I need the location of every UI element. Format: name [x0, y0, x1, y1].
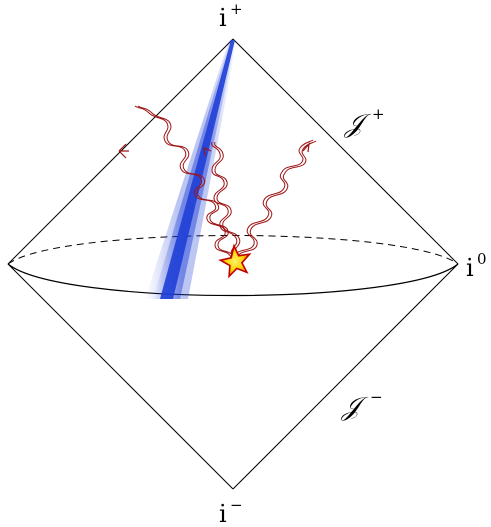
arrowhead-right — [302, 142, 310, 153]
photon-ray-right — [233, 139, 314, 257]
arrowhead-left — [118, 143, 129, 159]
svg-text:𝒥: 𝒥 — [340, 392, 369, 422]
label-future-timelike-infinity: i + — [219, 0, 243, 32]
svg-text:𝒥: 𝒥 — [343, 109, 372, 139]
svg-text:+: + — [372, 105, 385, 123]
photon-ray-arrowheads — [118, 142, 310, 159]
arrowhead-middle — [203, 147, 212, 157]
svg-text:i: i — [219, 500, 227, 527]
label-past-timelike-infinity: i − — [219, 496, 243, 527]
emitting-star-icon — [218, 243, 252, 279]
label-past-null-infinity: 𝒥 − — [340, 388, 383, 422]
svg-text:+: + — [230, 0, 243, 18]
svg-text:i: i — [466, 254, 474, 282]
spatial-slice-back — [7, 235, 459, 265]
svg-text:−: − — [230, 496, 243, 514]
label-spatial-infinity: i 0 — [466, 250, 487, 282]
svg-text:−: − — [370, 388, 383, 406]
past-null-infinity-right — [232, 263, 459, 490]
svg-text:0: 0 — [477, 250, 487, 268]
past-null-infinity-left — [7, 263, 234, 490]
future-null-infinity-right — [232, 38, 459, 265]
svg-text:i: i — [219, 4, 227, 32]
label-future-null-infinity: 𝒥 + — [343, 105, 385, 139]
photon-ray-middle — [211, 141, 238, 257]
photon-rays — [134, 105, 317, 258]
collapsing-shell — [145, 40, 237, 299]
spatial-slice-front — [7, 263, 459, 297]
